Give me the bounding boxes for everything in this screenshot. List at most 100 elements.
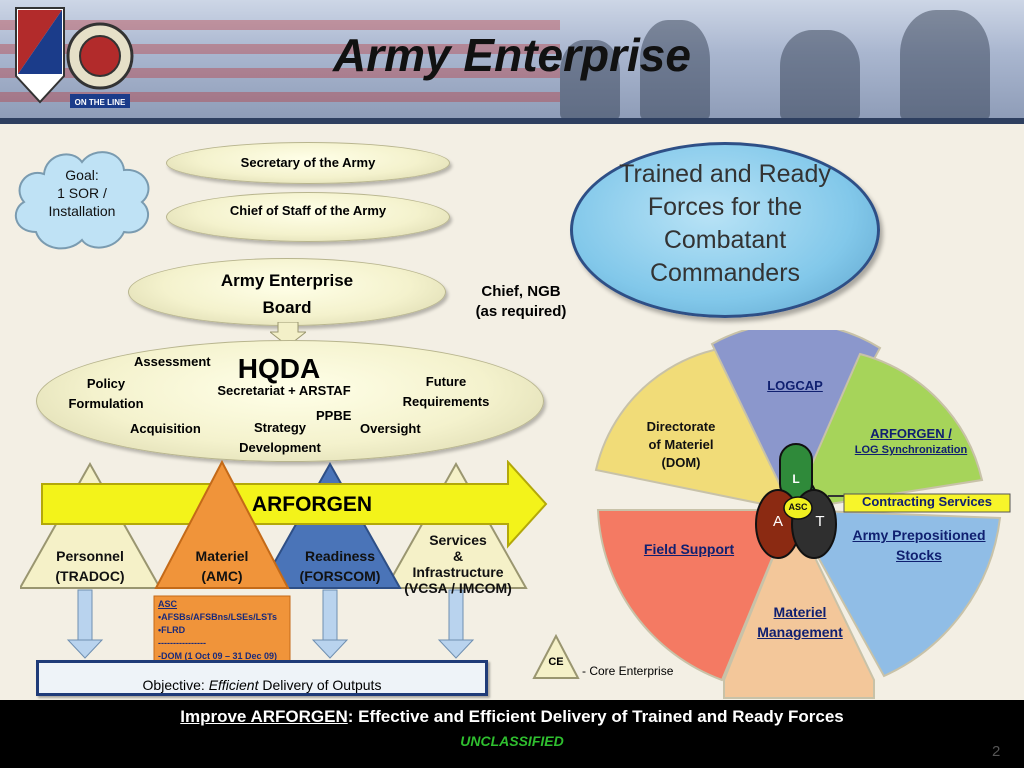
secretary-pill: Secretary of the Army (166, 142, 450, 184)
goal-text: Goal: 1 SOR / Installation (6, 166, 158, 220)
field-support-label: Field Support (643, 541, 735, 557)
chief-ngb-line: Chief, NGB (481, 283, 561, 300)
hqda-strategy: Strategy Development (239, 420, 321, 455)
ce-triangle (532, 634, 580, 679)
down-arrow-icon (270, 322, 306, 346)
services-line: & (452, 548, 464, 564)
goal-line: 1 SOR / (57, 185, 107, 201)
personnel-triangle (20, 461, 162, 589)
contracting-label: Contracting Services (861, 494, 993, 509)
arforgen-log-line: ARFORGEN / (870, 426, 952, 441)
readiness-line: Readiness (304, 548, 376, 564)
enterprise-board-pill: Army Enterprise Board (128, 258, 446, 326)
personnel-line: (TRADOC) (55, 568, 125, 584)
objective-text: Objective: Efficient Delivery of Outputs (39, 677, 485, 693)
soldier-silhouette (780, 30, 860, 118)
objective-suffix: Delivery of Outputs (258, 677, 382, 693)
personnel-label: Personnel (TRADOC) (40, 546, 140, 586)
pipe (77, 589, 93, 641)
arforgen-log-line: LOG Synchronization (854, 444, 968, 456)
objective-box: Objective: Efficient Delivery of Outputs (36, 660, 488, 696)
classification-label: UNCLASSIFIED (460, 733, 564, 749)
soldier-silhouette (560, 40, 620, 118)
materiel-label: Materiel (AMC) (172, 546, 272, 586)
enterprise-wheel (594, 330, 1011, 699)
materiel-line: (AMC) (201, 568, 243, 584)
materiel-mgmt-label: Materiel Management (748, 602, 852, 642)
field-support-slice (596, 509, 794, 682)
pipe (322, 589, 338, 641)
asc-line: ---------------- (158, 638, 206, 648)
services-line: (VCSA / IMCOM) (404, 580, 512, 596)
dom-line: Directorate (646, 419, 716, 434)
readiness-triangle (258, 461, 402, 589)
materiel-mgmt-line: Materiel (773, 604, 827, 620)
trained-ready-line: Forces for the (647, 193, 803, 221)
apo-line: Army Prepositioned (852, 527, 986, 543)
hqda-policy: Policy Formulation (68, 376, 144, 411)
chief-ngb: Chief, NGB (as required) (466, 282, 576, 322)
trained-ready-ellipse (570, 142, 880, 318)
hqda-oversight: Oversight (360, 421, 421, 436)
asc-line: •AFSBs/AFSBns/LSEs/LSTs (158, 612, 278, 622)
services-triangle (384, 461, 528, 589)
asc-box (153, 595, 291, 667)
services-line: Services (429, 532, 487, 548)
arforgen-arrow (41, 460, 548, 549)
footer-banner: Improve ARFORGEN: Effective and Efficien… (0, 700, 1024, 734)
goal-line: Installation (48, 203, 116, 219)
soldier-silhouette (640, 20, 710, 118)
contracting-box (843, 493, 1011, 513)
hub-a-label: A (772, 513, 783, 530)
pipe-arrow-icon (311, 639, 349, 659)
readiness-line: (FORSCOM) (299, 568, 381, 584)
header-rule (0, 118, 1024, 124)
trained-ready-line: Combatant (663, 226, 787, 254)
objective-emph: Efficient (208, 677, 259, 693)
hqda-title: HQDA (237, 353, 321, 384)
hub-asc (783, 496, 813, 520)
pipe (448, 589, 464, 641)
hqda-ellipse (36, 340, 544, 462)
chief-of-staff-label: Chief of Staff of the Army (229, 203, 387, 218)
header-banner (0, 0, 1024, 118)
logcap-slice (710, 330, 882, 513)
asc-line: •FLRD (158, 625, 186, 635)
arforgen-label: ARFORGEN (251, 493, 373, 516)
enterprise-board-label: Army Enterprise Board (220, 271, 354, 317)
apo-slice (790, 508, 1002, 678)
arforgen-slice (790, 352, 984, 512)
materiel-slice (723, 507, 875, 699)
ce-label: - Core Enterprise (582, 664, 674, 678)
goal-cloud (14, 151, 150, 250)
readiness-label: Readiness (FORSCOM) (282, 546, 398, 586)
asc-line: ASC (158, 599, 178, 609)
asc-line: -DOM (1 Oct 09 – 31 Dec 09) (158, 651, 278, 661)
materiel-line: Materiel (195, 548, 249, 564)
trained-ready-text: Trained and Ready Forces for the Combata… (580, 158, 870, 290)
logcap-label: LOGCAP (767, 378, 823, 393)
trained-ready-line: Trained and Ready (619, 160, 831, 188)
goal-line: Goal: (65, 167, 99, 183)
arforgen-structure (20, 460, 548, 667)
dom-label: Directorate of Materiel (DOM) (628, 418, 734, 472)
hqda-acquisition: Acquisition (130, 421, 201, 436)
dom-line: (DOM) (661, 455, 701, 470)
materiel-mgmt-line: Management (757, 624, 843, 640)
page-title: Army Enterprise (333, 29, 691, 81)
flag-stripe (0, 92, 560, 102)
hqda-ppbe: PPBE (316, 408, 352, 423)
hqda-secretariat: Secretariat + ARSTAF (217, 383, 351, 398)
hub-t-label: T (815, 513, 825, 530)
hub-l-label: L (792, 472, 800, 486)
footer-improve: Improve ARFORGEN (180, 707, 348, 726)
materiel-triangle (154, 460, 290, 589)
footer-strip (0, 734, 1024, 768)
apo-label: Army Prepositioned Stocks (844, 525, 994, 565)
apo-line: Stocks (896, 547, 942, 563)
pipe-arrow-icon (66, 639, 104, 659)
hub-asc-label: ASC (788, 502, 808, 512)
services-label: Services & Infrastructure (VCSA / IMCOM) (396, 532, 520, 596)
asc-box-text: ASC •AFSBs/AFSBns/LSEs/LSTs •FLRD ------… (158, 598, 292, 663)
objective-prefix: Objective: (142, 677, 209, 693)
